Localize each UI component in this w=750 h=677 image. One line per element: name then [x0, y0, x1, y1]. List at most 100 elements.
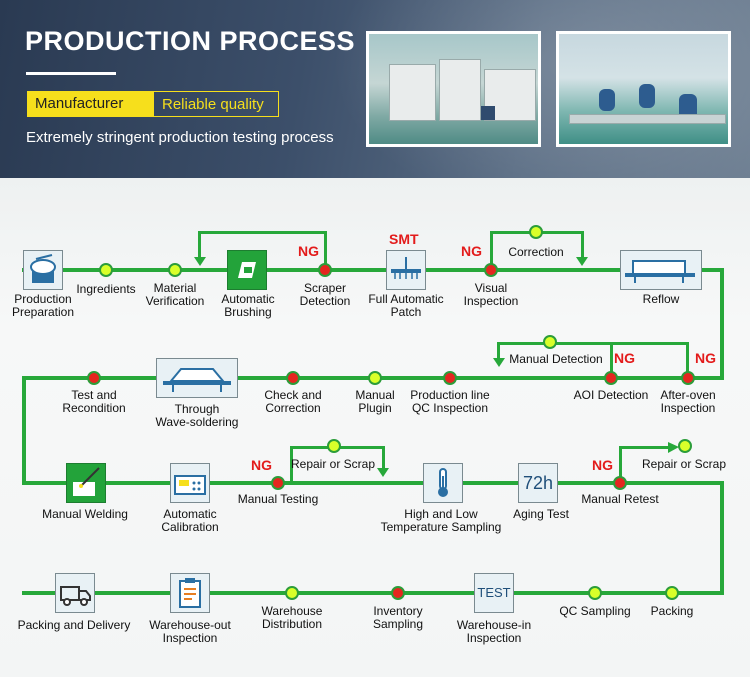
- loop-detection-aoi: [610, 342, 613, 378]
- packing-and-delivery-label: Packing and Delivery: [17, 618, 131, 632]
- delivery-truck-icon: [55, 573, 95, 613]
- factory-photo-smt-line: [366, 31, 541, 147]
- loop-scraper-line: [198, 231, 326, 234]
- ng-visual: NG: [461, 243, 482, 259]
- warehouse-out-inspection-label: Warehouse-out Inspection: [149, 618, 231, 645]
- node-scraper-detection: [318, 263, 332, 277]
- smt-machine-icon: [386, 250, 426, 290]
- loop-correction-up: [490, 231, 493, 269]
- scraper-detection-label: Scraper Detection: [299, 281, 351, 308]
- visual-inspection-label: Visual Inspection: [463, 281, 519, 308]
- loop-repair-down: [382, 446, 385, 470]
- node-repair-or-scrap-1: [327, 439, 341, 453]
- factory-photo-workers: [556, 31, 731, 147]
- timer-72h-icon: 72h: [518, 463, 558, 503]
- node-production-line-qc: [443, 371, 457, 385]
- flow-line-row3: [22, 481, 724, 485]
- full-automatic-patch-label: Full Automatic Patch: [368, 292, 444, 319]
- after-oven-inspection-label: After-oven Inspection: [660, 388, 716, 415]
- brush-icon: [227, 250, 267, 290]
- flow-line-right-1: [720, 268, 724, 379]
- reflow-oven-icon: [620, 250, 702, 290]
- node-warehouse-distribution: [285, 586, 299, 600]
- ingredients-label: Ingredients: [76, 282, 136, 296]
- node-material-verification: [168, 263, 182, 277]
- title-underline: [26, 72, 116, 75]
- correction-label: Correction: [508, 245, 564, 259]
- node-aoi-detection: [604, 371, 618, 385]
- smt-label: SMT: [389, 231, 419, 247]
- loop-retest-up: [619, 446, 622, 482]
- calibrator-icon: [170, 463, 210, 503]
- reflow-label: Reflow: [642, 292, 680, 306]
- flow-line-right-2: [720, 481, 724, 595]
- clipboard-icon: [170, 573, 210, 613]
- packing-label: Packing: [650, 604, 694, 618]
- node-ingredients: [99, 263, 113, 277]
- ng-aoi: NG: [614, 350, 635, 366]
- through-wave-soldering-label: Through Wave-soldering: [155, 402, 239, 429]
- inventory-sampling-label: Inventory Sampling: [372, 604, 424, 631]
- header-banner: PRODUCTION PROCESS Manufacturer Reliable…: [0, 0, 750, 178]
- node-after-oven-inspection: [681, 371, 695, 385]
- wave-solder-icon: [156, 358, 238, 398]
- test-badge-text: TEST: [477, 585, 511, 600]
- ng-manual-testing: NG: [251, 457, 272, 473]
- node-packing: [665, 586, 679, 600]
- subtitle: Extremely stringent production testing p…: [26, 129, 334, 146]
- timer-72h-text: 72h: [522, 473, 554, 493]
- loop-detection-left: [497, 342, 500, 362]
- manual-plugin-label: Manual Plugin: [355, 388, 395, 415]
- loop-detection-line: [497, 342, 689, 345]
- loop-scraper-up: [324, 231, 327, 269]
- material-verification-label: Material Verification: [145, 281, 205, 308]
- ng-scraper: NG: [298, 243, 319, 259]
- aoi-detection-label: AOI Detection: [573, 388, 649, 402]
- manual-detection-label: Manual Detection: [509, 352, 603, 366]
- manufacturer-tag: Manufacturer: [27, 91, 153, 117]
- loop-correction-down: [581, 231, 584, 259]
- manual-retest-label: Manual Retest: [581, 492, 659, 506]
- production-preparation-label: Production Preparation: [11, 292, 75, 319]
- loop-repair-up: [290, 446, 293, 482]
- welding-icon: [66, 463, 106, 503]
- qc-sampling-label: QC Sampling: [559, 604, 631, 618]
- aging-test-label: Aging Test: [513, 507, 569, 521]
- node-manual-plugin: [368, 371, 382, 385]
- loop-detection-oven: [686, 342, 689, 378]
- node-qc-sampling: [588, 586, 602, 600]
- node-check-and-correction: [286, 371, 300, 385]
- node-test-and-recondition: [87, 371, 101, 385]
- quality-tag: Reliable quality: [153, 91, 279, 117]
- ng-manual-retest: NG: [592, 457, 613, 473]
- ng-after-oven: NG: [695, 350, 716, 366]
- warehouse-in-inspection-label: Warehouse-in Inspection: [456, 618, 532, 645]
- repair-or-scrap-1-label: Repair or Scrap: [290, 457, 376, 471]
- chef-hat-icon: [23, 250, 63, 290]
- node-manual-detection: [543, 335, 557, 349]
- flow-line-row4: [22, 591, 724, 595]
- warehouse-distribution-label: Warehouse Distribution: [261, 604, 323, 631]
- thermometer-icon: [423, 463, 463, 503]
- repair-or-scrap-2-label: Repair or Scrap: [641, 457, 727, 471]
- test-and-recondition-label: Test and Recondition: [62, 388, 126, 415]
- check-and-correction-label: Check and Correction: [264, 388, 322, 415]
- node-correction: [529, 225, 543, 239]
- page-title: PRODUCTION PROCESS: [25, 26, 356, 56]
- automatic-brushing-label: Automatic Brushing: [221, 292, 275, 319]
- node-manual-testing: [271, 476, 285, 490]
- node-visual-inspection: [484, 263, 498, 277]
- loop-retest-line: [619, 446, 675, 449]
- node-inventory-sampling: [391, 586, 405, 600]
- flow-line-left-1: [22, 376, 26, 484]
- node-manual-retest: [613, 476, 627, 490]
- node-repair-or-scrap-2: [678, 439, 692, 453]
- flow-line-row1: [22, 268, 724, 272]
- automatic-calibration-label: Automatic Calibration: [161, 507, 219, 534]
- manual-welding-label: Manual Welding: [42, 507, 128, 521]
- test-badge-icon: TEST: [474, 573, 514, 613]
- high-low-temp-sampling-label: High and Low Temperature Sampling: [380, 507, 502, 534]
- loop-scraper-down: [198, 231, 201, 259]
- manual-testing-label: Manual Testing: [237, 492, 319, 506]
- production-line-qc-label: Production line QC Inspection: [410, 388, 490, 415]
